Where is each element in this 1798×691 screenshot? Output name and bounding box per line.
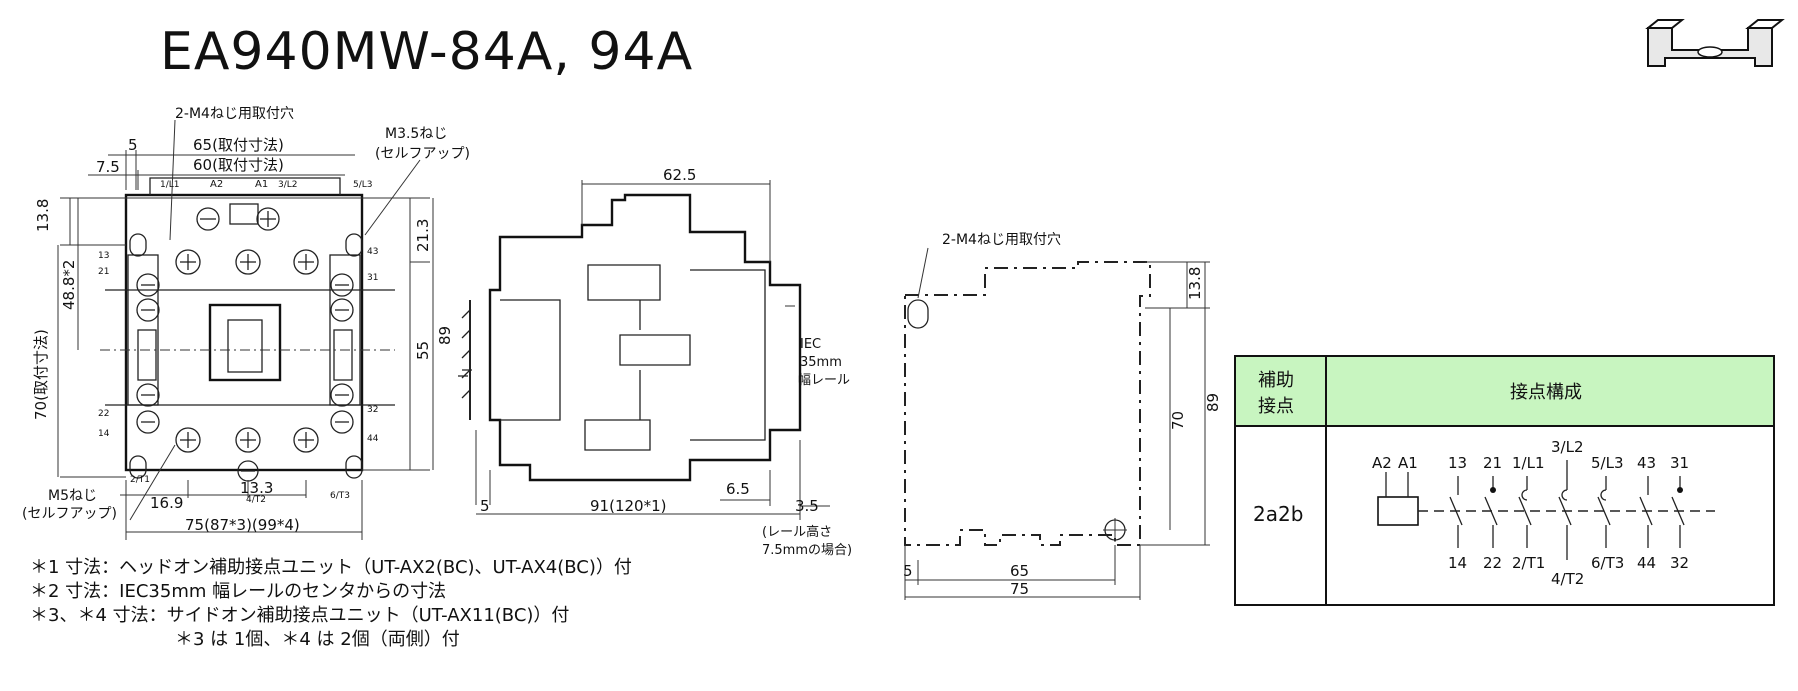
- table-row-type: 2a2b: [1253, 502, 1303, 526]
- term-a1: A1: [255, 179, 268, 190]
- dim-label-13-8: 13.8: [34, 199, 52, 232]
- dim-label-7-5: 7.5: [96, 158, 120, 176]
- back-dim-89: 89: [1204, 393, 1222, 412]
- side-dim-5: 5: [480, 497, 490, 515]
- side-rail-note-2: 7.5mmの場合): [762, 543, 852, 558]
- table-header-config: 接点構成: [1510, 382, 1582, 403]
- contact-table: 補助 接点 接点構成 2a2b: [1234, 355, 1775, 606]
- label-44: 44: [1637, 554, 1656, 572]
- term-1l1: 1/L1: [160, 180, 180, 190]
- label-a2: A2: [1372, 454, 1392, 472]
- dim-label-89: 89: [436, 326, 454, 345]
- label-6t3: 6/T3: [1591, 554, 1624, 572]
- dim-label-5: 5: [128, 136, 138, 154]
- front-screw-label-m5-note: (セルフアップ): [22, 506, 117, 522]
- label-22: 22: [1483, 554, 1502, 572]
- footnotes: ＊1 寸法：ヘッドオン補助接点ユニット（UT-AX2(BC)、UT-AX4(BC…: [30, 556, 632, 652]
- side-body-outline: [488, 193, 802, 482]
- dim-label-75: 75(87*3)(99*4): [185, 516, 300, 534]
- footnote-3: ＊3、＊4 寸法：サイドオン補助接点ユニット（UT-AX11(BC)）付: [30, 605, 570, 626]
- back-dim-5: 5: [903, 562, 913, 580]
- term-14: 14: [98, 429, 110, 439]
- label-21: 21: [1483, 454, 1502, 472]
- front-center-window: [208, 303, 282, 382]
- side-rail-note-1: (レール高さ: [762, 524, 832, 540]
- table-header-bg: [1235, 356, 1774, 426]
- term-2t1: 2/T1: [130, 475, 150, 485]
- back-dim-65: 65: [1010, 562, 1029, 580]
- footnote-1: ＊1 寸法：ヘッドオン補助接点ユニット（UT-AX2(BC)、UT-AX4(BC…: [30, 557, 632, 578]
- term-22: 22: [98, 409, 109, 419]
- back-mount-hole-label: 2-M4ねじ用取付穴: [942, 232, 1061, 248]
- term-21: 21: [98, 267, 109, 277]
- label-a1: A1: [1398, 454, 1418, 472]
- front-dimensions: [57, 119, 434, 540]
- label-14: 14: [1448, 554, 1467, 572]
- dim-label-16-9: 16.9: [150, 494, 183, 512]
- front-screw-label-m35: M3.5ねじ: [385, 126, 447, 142]
- term-4t2: 4/T2: [246, 495, 266, 505]
- side-rail-label-2: 35mm: [800, 355, 842, 370]
- front-mount-hole-label: 2-M4ねじ用取付穴: [175, 106, 294, 122]
- term-31: 31: [367, 273, 378, 283]
- label-1l1: 1/L1: [1512, 454, 1545, 472]
- side-rail-label-1: IEC: [800, 337, 821, 352]
- label-3l2: 3/L2: [1551, 438, 1584, 456]
- side-dim-91: 91(120*1): [590, 497, 666, 515]
- footnote-2: ＊2 寸法：IEC35mm 幅レールのセンタからの寸法: [30, 581, 447, 602]
- table-header-aux-2: 接点: [1258, 396, 1294, 417]
- back-body-outline: [904, 261, 1151, 546]
- din-rail-icon: [1645, 19, 1785, 67]
- footnote-4: ＊3 は 1個、＊4 は 2個（両側）付: [175, 629, 460, 650]
- contact-schematic: [1377, 460, 1715, 560]
- side-dim-62-5: 62.5: [663, 166, 696, 184]
- back-dim-13-8: 13.8: [1186, 267, 1204, 300]
- side-dim-3-5: 3.5: [795, 497, 819, 515]
- back-dim-70: 70: [1169, 411, 1187, 430]
- front-screw-label-m35-note: (セルフアップ): [375, 146, 470, 162]
- back-dim-75: 75: [1010, 580, 1029, 598]
- dim-label-65: 65(取付寸法): [193, 136, 284, 154]
- label-5l3: 5/L3: [1591, 454, 1624, 472]
- label-31: 31: [1670, 454, 1689, 472]
- term-a2: A2: [210, 179, 223, 190]
- term-6t3: 6/T3: [330, 491, 350, 501]
- label-2t1: 2/T1: [1512, 554, 1545, 572]
- coil-symbol: [1377, 496, 1419, 526]
- dim-label-48-8: 48.8*2: [60, 260, 78, 310]
- dim-label-21-3: 21.3: [414, 219, 432, 252]
- term-32: 32: [367, 405, 378, 415]
- side-view: 62.5 IEC 35mm 幅レール 5 91(120*1) 6.5 3.5 (…: [458, 166, 852, 558]
- term-3l2: 3/L2: [278, 180, 298, 190]
- label-4t2: 4/T2: [1551, 570, 1584, 588]
- label-43: 43: [1637, 454, 1656, 472]
- label-13: 13: [1448, 454, 1467, 472]
- term-44: 44: [367, 434, 379, 444]
- back-view: 2-M4ねじ用取付穴 13.8 70 89 5 65 75: [903, 232, 1222, 600]
- front-body-outline: [124, 193, 364, 472]
- page-title: EA940MW-84A, 94A: [160, 22, 694, 82]
- dim-label-70: 70(取付寸法): [32, 329, 50, 420]
- front-view: 2-M4ねじ用取付穴 M3.5ねじ (セルフアップ) M5ねじ (セルフアップ)…: [22, 106, 470, 540]
- side-dim-6-5: 6.5: [726, 480, 750, 498]
- front-terminals: [129, 207, 363, 482]
- table-header-aux-1: 補助: [1258, 370, 1294, 391]
- term-43: 43: [367, 247, 378, 257]
- front-top-ridge: [149, 177, 341, 195]
- dim-label-55: 55: [414, 341, 432, 360]
- side-rail-label-3: 幅レール: [798, 373, 850, 388]
- term-5l3: 5/L3: [353, 180, 373, 190]
- front-screw-label-m5: M5ねじ: [48, 488, 97, 504]
- dim-label-13-3: 13.3: [240, 479, 273, 497]
- label-32: 32: [1670, 554, 1689, 572]
- term-13: 13: [98, 251, 109, 261]
- dim-label-60: 60(取付寸法): [193, 156, 284, 174]
